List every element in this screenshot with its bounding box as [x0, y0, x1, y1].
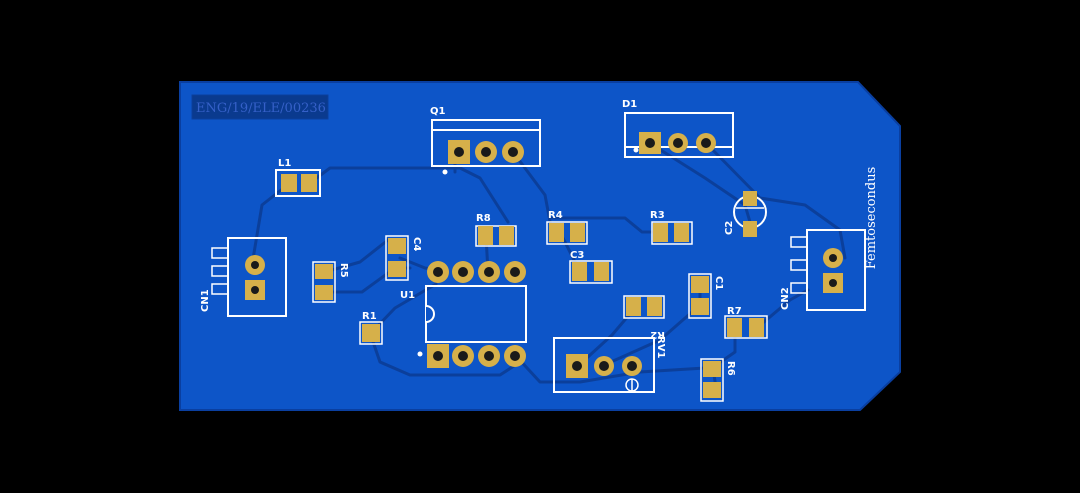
r7-resistor: R7: [724, 306, 768, 339]
r2-resistor: R2: [623, 295, 665, 340]
cn2-connector: CN2: [780, 229, 866, 311]
r7-label: R7: [727, 306, 742, 317]
r3-label: R3: [650, 210, 665, 221]
r6-label: R6: [725, 361, 736, 376]
cn1-label: CN1: [200, 289, 211, 312]
r1-resistor: R1: [359, 311, 383, 345]
l1-label: L1: [278, 158, 291, 169]
c1-capacitor: C1: [688, 273, 724, 319]
r2-label: R2: [650, 329, 665, 340]
c1-label: C1: [713, 276, 724, 290]
u1-label: U1: [400, 290, 415, 301]
rv1-potentiometer: RV1: [553, 336, 666, 393]
r3-resistor: R3: [650, 210, 693, 245]
d1-diode: D1: [622, 99, 734, 158]
brand-label: Femtosecondus: [864, 167, 879, 270]
c2-capacitor: C2: [724, 191, 767, 237]
r8-resistor: R8: [475, 213, 517, 247]
q1-transistor: Q1: [430, 106, 541, 175]
d1-label: D1: [622, 99, 637, 110]
c2-label: C2: [724, 221, 735, 235]
c3-label: C3: [570, 250, 584, 261]
l1-inductor: L1: [275, 158, 321, 197]
r4-label: R4: [548, 210, 563, 221]
c4-label: C4: [411, 237, 422, 251]
board-id-label: ENG/19/ELE/00236: [196, 101, 326, 116]
r1-label: R1: [362, 311, 377, 322]
r8-label: R8: [476, 213, 491, 224]
r5-label: R5: [338, 263, 349, 278]
c3-capacitor: C3: [569, 250, 613, 284]
rv1-label: RV1: [655, 336, 666, 358]
q1-label: Q1: [430, 106, 446, 117]
cn1-connector: CN1: [200, 237, 287, 317]
r6-resistor: R6: [700, 358, 736, 402]
r5-resistor: R5: [312, 261, 349, 303]
cn2-label: CN2: [780, 287, 791, 310]
board-id-box: [191, 94, 329, 120]
c4-capacitor: C4: [385, 235, 422, 281]
u1-ic: U1: [400, 261, 527, 368]
r4-resistor: R4: [546, 210, 588, 245]
